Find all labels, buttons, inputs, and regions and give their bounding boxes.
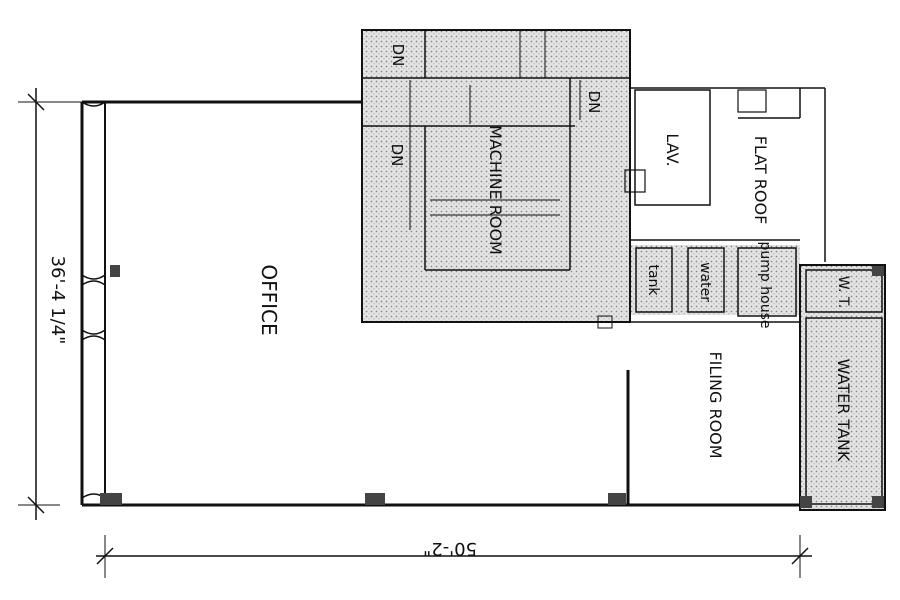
stair-label-dn-2: DN — [388, 144, 406, 167]
stair-label-dn-3: DN — [585, 91, 603, 114]
room-label-tank: tank — [645, 264, 661, 296]
south-east-rooms — [630, 264, 886, 511]
dimension-height-label: 36'-4 1/4" — [47, 256, 68, 345]
office-walls — [80, 100, 630, 507]
room-label-machine-room: MACHINE ROOM — [486, 125, 505, 255]
room-label-pump-house: pump house — [757, 242, 773, 329]
stair-label-dn-1: DN — [389, 44, 407, 67]
room-label-lav: LAV. — [663, 133, 682, 166]
dimension-lines — [18, 88, 812, 578]
room-label-filing-room: FILING ROOM — [706, 351, 725, 458]
dimension-width-label: 50'-2" — [423, 538, 477, 559]
east-rooms — [597, 87, 826, 329]
room-label-water-tank: WATER TANK — [834, 359, 853, 462]
room-label-flat-roof: FLAT ROOF — [751, 136, 770, 225]
stair-lines — [362, 30, 630, 271]
room-label-office: OFFICE — [257, 264, 281, 335]
room-label-water: water — [697, 262, 713, 302]
room-label-wt: W. T. — [835, 276, 851, 308]
